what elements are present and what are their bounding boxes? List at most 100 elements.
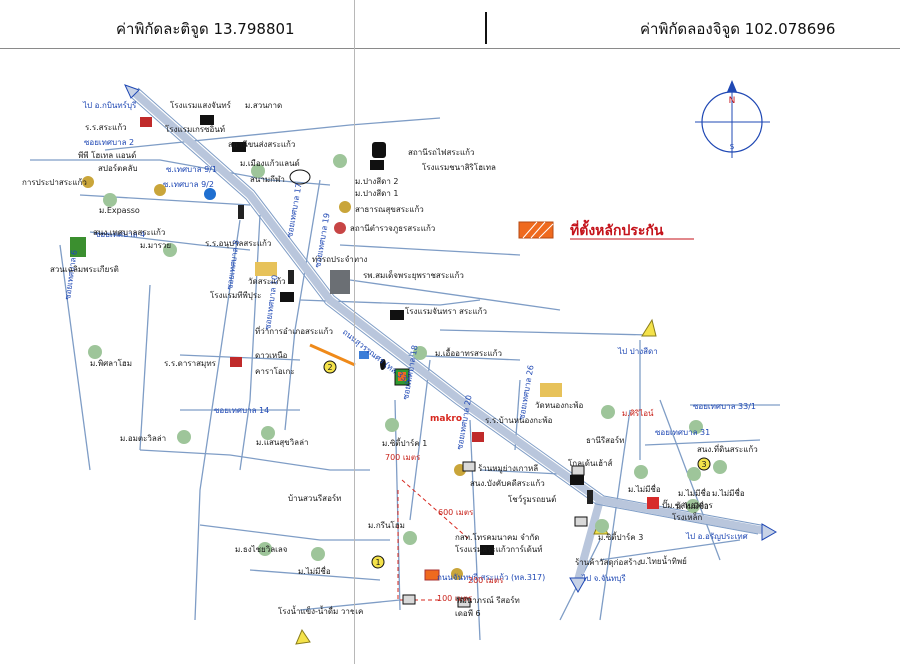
place-label: สาธารณสุขสระแก้ว [355, 205, 424, 214]
village-icon [601, 405, 615, 419]
place-label: โรงแรมทีพีปุระ [210, 290, 261, 300]
number-markers: 2 1 3 [323, 360, 711, 569]
distance-600: 600 เมตร [438, 508, 474, 517]
place-label: ร.ร.บ้านหนองกะพ้อ [485, 416, 553, 425]
legend-hatch [522, 221, 554, 239]
place-label: ที่ว่าการอำเภอสระแก้ว [255, 325, 333, 336]
village-icon [413, 346, 427, 360]
place-label: ร้านหมูย่างเกาหลี [478, 464, 538, 474]
place-label: โรงแรมเกรซอินท์ [165, 124, 225, 134]
compass-north: N [729, 96, 736, 106]
place-label: ร.ร.อนุบาลสระแก้ว [205, 239, 271, 248]
restaurant-icon [462, 461, 476, 472]
place-label: สถานีตำรวจภูธรสระแก้ว [350, 224, 435, 234]
school-icon [230, 357, 242, 367]
marker-1: 1 [375, 558, 380, 567]
resort-icon [457, 597, 471, 608]
arrow-north-yellow-icon [641, 318, 657, 337]
place-label: ม.ไม่มีชื่อ [678, 487, 711, 498]
marker-3: 3 [701, 460, 706, 469]
place-label: รพ.สมเด็จพระยุพราชสระแก้ว [363, 270, 464, 280]
place-label: วัดหนองกะพ้อ [535, 401, 584, 410]
village-icon [258, 542, 272, 556]
hotel-icon [390, 310, 404, 320]
office-icon [154, 184, 166, 196]
main-road-edges [131, 87, 767, 535]
place-label: ม.กรีนโฮม [368, 520, 405, 530]
stadium-icon [289, 169, 311, 185]
place-label: บ.ไทยน้ำทิพย์ [640, 555, 687, 566]
site-parcel-hatch [398, 372, 406, 381]
place-label: ม.ปางสีดา 2 [355, 177, 399, 186]
place-label: ม.ไม่มีชื่อ [712, 487, 745, 498]
water-drop-icon [380, 358, 386, 371]
esso-station-icon [204, 188, 216, 200]
place-label: สนง.ที่ดินสระแก้ว [697, 443, 758, 454]
temple-icon [540, 383, 562, 397]
village-icon [251, 164, 265, 178]
place-label: โกลเด้นเฮ้าส์ [568, 458, 613, 468]
main-roads [131, 89, 764, 584]
place-label: ม.เอื้ออาทรสระแก้ว [435, 347, 502, 358]
distance-labels: 700 เมตร 600 เมตร 200 เมตร 100 เมตร [385, 453, 504, 603]
header-divider [485, 12, 487, 44]
village-icon [687, 467, 701, 481]
site-routes [309, 343, 471, 601]
village-icon [261, 426, 275, 440]
road-label-soi-14: ซอยเทศบาล 14 [214, 406, 269, 415]
direction-pangsida: ไป ปางสีดา [617, 347, 658, 356]
village-icon [713, 460, 727, 474]
place-label: โรงแรมสระแก้วการ์เด้นท์ [455, 544, 543, 554]
place-label: สถานีรถไฟสระแก้ว [408, 148, 474, 157]
village-icon [311, 547, 325, 561]
school-icon [472, 432, 484, 442]
place-label: ม.สวนกาด [245, 101, 282, 110]
hotel-icon [232, 142, 246, 152]
arrow-down-yellow-icon [295, 628, 311, 645]
landmark-icons [70, 115, 727, 608]
village-icon [385, 418, 399, 432]
marker-2: 2 [327, 363, 332, 372]
place-label: กสท.โทรคมนาคม จำกัด [455, 532, 539, 542]
scan-fold-line [354, 0, 355, 664]
traffic-light-icon [587, 490, 593, 504]
legend-site-swatch [518, 221, 554, 239]
longitude-label: ค่าพิกัดลองจิจูด 102.078696 [640, 20, 836, 38]
police-station-icon [334, 222, 346, 234]
secondary-site [424, 569, 440, 581]
direction-aranyaprathet: ไป อ.อรัญประเทศ [685, 532, 748, 541]
hotel-icon [370, 160, 384, 170]
place-label: ดาวเหนือ [255, 351, 288, 360]
place-label: ม.ไม่มีชื่อ [676, 500, 709, 511]
road-label-chanthaburi: ถนนจันทบุรี-สระแก้ว (ทล.317) [437, 573, 545, 582]
office-icon [82, 176, 94, 188]
road-label-soi-6: ซอยเทศบาล 6 [63, 249, 79, 300]
hotel-icon [200, 115, 214, 125]
road-label-soi-2: ซอยเทศบาล 2 [84, 138, 134, 147]
route-diagonal [401, 479, 471, 541]
place-label: ร้านค้าวัสดุก่อสร้าง [575, 558, 641, 567]
legend-site-label: ที่ตั้งหลักประกัน [570, 219, 664, 239]
orange-road [309, 343, 356, 367]
latitude-label: ค่าพิกัดละติจูด 13.798801 [116, 20, 295, 38]
road-label-soi-31: ซอยเทศบาล 31 [655, 428, 710, 437]
village-icon [634, 465, 648, 479]
place-label: วัดสระแก้ว [248, 277, 286, 286]
compass-north-arrow-icon [727, 80, 737, 92]
place-label: สถานีขนส่งสระแก้ว [228, 140, 295, 149]
hotel-icon [570, 475, 584, 485]
place-label: ปั๊ม.ซัสทองการ [662, 499, 714, 510]
place-label: ม.พิศลาโฮม [90, 358, 132, 368]
village-icon [595, 519, 609, 533]
place-label: บ้านสวนรีสอร์ท [288, 493, 341, 503]
place-label: ม.อมตะวิลล่า [120, 434, 166, 443]
place-label: สวนเฉลิมพระเกียรติ [50, 265, 119, 274]
road-label-soi-33-1: ซอยเทศบาล 33/1 [693, 402, 756, 411]
village-icon [88, 345, 102, 359]
place-label: ม.ซิตี้ปาร์ค 1 [382, 437, 427, 448]
place-label: ม.ไม่มีชื่อ [628, 483, 661, 494]
distance-200: 200 เมตร [468, 576, 504, 585]
direction-labels: ไป อ.กบินทร์บุรี ไป ปางสีดา ไป อ.อรัญประ… [82, 100, 748, 583]
place-label: สปอร์ตคลับ [98, 163, 138, 173]
place-labels: โรงแรมแสงจันทร์ ม.สวนกาด ร.ร.สระแก้ว พีพ… [22, 100, 758, 618]
